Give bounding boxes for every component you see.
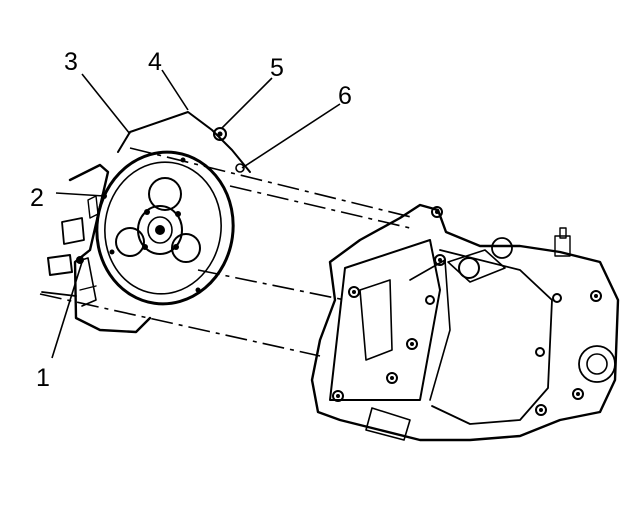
callout-6: 6 bbox=[338, 82, 352, 110]
leader-lines bbox=[51, 69, 341, 359]
callout-4: 4 bbox=[148, 48, 162, 76]
flexplate bbox=[95, 150, 235, 306]
callout-3: 3 bbox=[64, 48, 78, 76]
alignment-lines bbox=[39, 147, 416, 357]
bell-housing-plate bbox=[101, 111, 251, 199]
callout-1: 1 bbox=[36, 364, 50, 392]
callout-5: 5 bbox=[270, 54, 284, 82]
transaxle bbox=[310, 203, 620, 442]
callout-2: 2 bbox=[30, 184, 44, 212]
